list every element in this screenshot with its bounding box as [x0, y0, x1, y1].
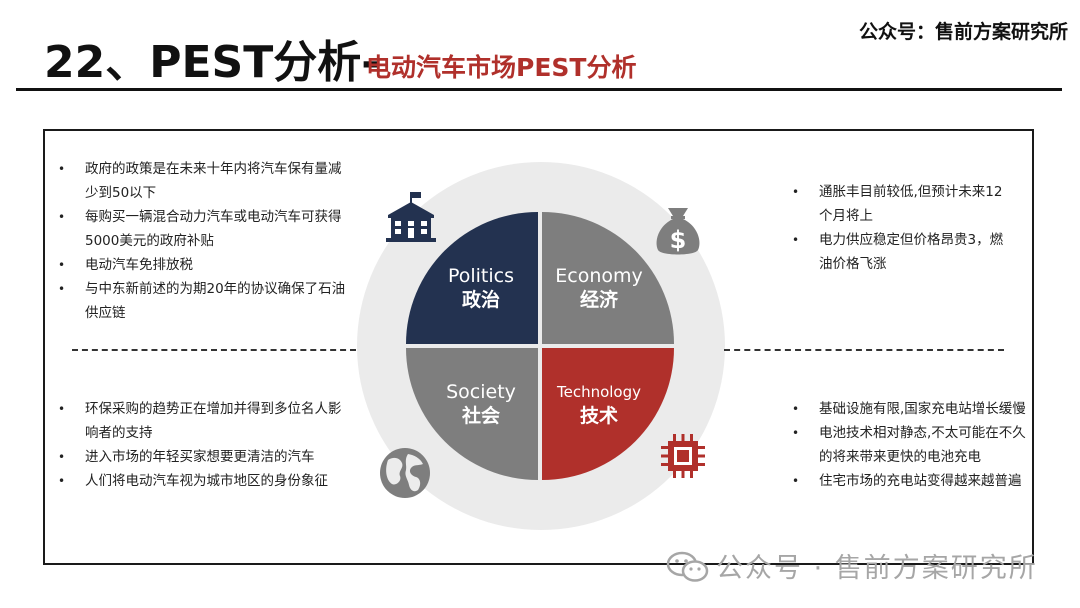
quadrant-technology-en: Technology [556, 382, 642, 401]
list-item: 电动汽车免排放税 [58, 253, 350, 277]
divider-left [72, 349, 356, 351]
divider-right [724, 349, 1004, 351]
page-subtitle: 电动汽车市场PEST分析 [366, 53, 637, 82]
account-label: 公众号：售前方案研究所 [858, 21, 1068, 43]
society-list: 环保采购的趋势正在增加并得到多位名人影响者的支持 进入市场的年轻买家想要更清洁的… [58, 397, 350, 493]
page-title: 22、PEST分析- [44, 37, 380, 88]
list-item: 电力供应稳定但价格昂贵3，燃油价格飞涨 [792, 228, 1010, 276]
list-item: 每购买一辆混合动力汽车或电动汽车可获得5000美元的政府补贴 [58, 205, 350, 253]
svg-text:$: $ [670, 226, 687, 254]
technology-list: 基础设施有限,国家充电站增长缓慢 电池技术相对静态,不太可能在不久的将来带来更快… [792, 397, 1030, 493]
list-item: 与中东新前述的为期20年的协议确保了石油供应链 [58, 277, 350, 325]
government-building-icon [386, 192, 436, 242]
money-bag-icon: $ [656, 208, 700, 255]
watermark-text: 公众号 · 售前方案研究所 [716, 553, 1038, 584]
list-item: 进入市场的年轻买家想要更清洁的汽车 [58, 445, 350, 469]
title-divider [16, 88, 1062, 91]
list-item: 电池技术相对静态,不太可能在不久的将来带来更快的电池充电 [792, 421, 1030, 469]
quadrant-politics-zh: 政治 [461, 288, 500, 311]
list-item: 人们将电动汽车视为城市地区的身份象征 [58, 469, 350, 493]
quadrant-politics-en: Politics [447, 264, 515, 287]
politics-list: 政府的政策是在未来十年内将汽车保有量减少到50以下 每购买一辆混合动力汽车或电动… [58, 157, 350, 325]
wechat-logo-icon [666, 551, 709, 582]
chip-icon [661, 434, 705, 478]
list-item: 通胀丰目前较低,但预计未来12个月将上 [792, 180, 1010, 228]
economy-list: 通胀丰目前较低,但预计未来12个月将上 电力供应稳定但价格昂贵3，燃油价格飞涨 [792, 180, 1010, 276]
quadrant-economy-en: Economy [555, 264, 643, 287]
globe-icon [380, 448, 430, 498]
quadrant-society-zh: 社会 [461, 404, 500, 427]
list-item: 政府的政策是在未来十年内将汽车保有量减少到50以下 [58, 157, 350, 205]
list-item: 基础设施有限,国家充电站增长缓慢 [792, 397, 1030, 421]
quadrant-society-en: Society [446, 380, 516, 403]
content-frame [43, 129, 1034, 565]
quadrant-technology-zh: 技术 [579, 404, 618, 427]
list-item: 住宅市场的充电站变得越来越普遍 [792, 469, 1030, 493]
list-item: 环保采购的趋势正在增加并得到多位名人影响者的支持 [58, 397, 350, 445]
quadrant-economy-zh: 经济 [579, 288, 618, 311]
